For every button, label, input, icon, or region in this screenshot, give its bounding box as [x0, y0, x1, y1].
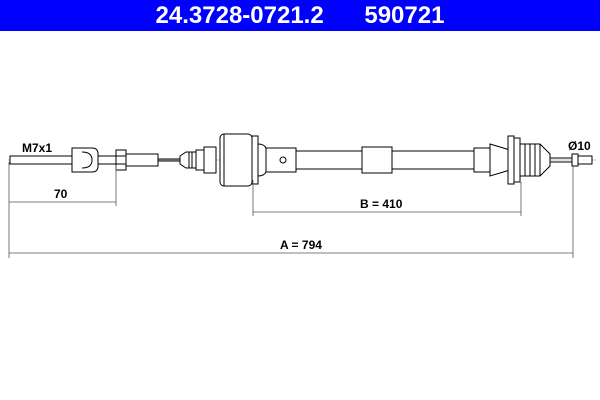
clevis — [71, 147, 99, 173]
threaded-rod — [9, 155, 73, 165]
end-nipple — [571, 153, 579, 167]
diameter-label: Ø10 — [568, 139, 591, 153]
end-flange — [507, 135, 515, 185]
nut — [115, 149, 127, 171]
thread-label: M7x1 — [22, 141, 52, 155]
ref-number: 590721 — [364, 2, 445, 29]
adjuster-housing — [219, 133, 253, 187]
dim-a-label: A = 794 — [280, 238, 322, 252]
dim-end-label: 70 — [54, 187, 68, 201]
title-bar: 24.3728-0721.2 590721 — [0, 0, 600, 31]
dim-b-label: B = 410 — [360, 197, 403, 211]
sleeve — [361, 146, 393, 174]
part-number: 24.3728-0721.2 — [155, 2, 324, 29]
